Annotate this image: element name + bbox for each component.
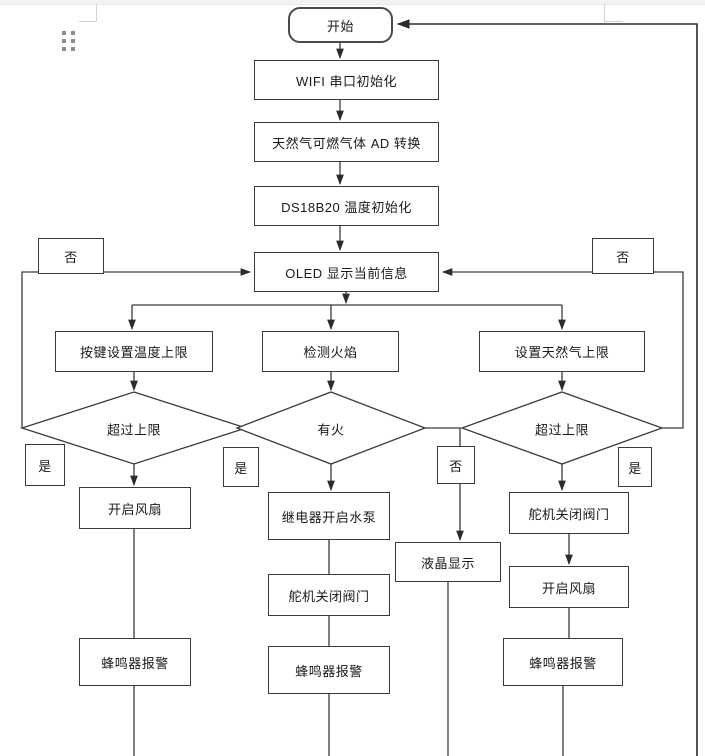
node-label: 开始 <box>326 18 354 34</box>
branch-label-no-left: 否 <box>38 238 104 274</box>
decision-temp-label: 超过上限 <box>106 422 162 438</box>
branch-label-text: 否 <box>64 249 78 265</box>
node-label: WIFI 串口初始化 <box>295 73 398 89</box>
branch-label-text: 是 <box>234 460 248 476</box>
node-wifi-init[interactable]: WIFI 串口初始化 <box>254 60 439 100</box>
node-buzzer-alarm-right[interactable]: 蜂鸣器报警 <box>503 638 623 686</box>
node-label: 蜂鸣器报警 <box>295 663 363 679</box>
node-relay-pump-on[interactable]: 继电器开启水泵 <box>268 492 390 540</box>
node-label: 开启风扇 <box>107 501 162 517</box>
branch-label-yes-right: 是 <box>618 447 652 487</box>
node-label: 继电器开启水泵 <box>281 509 377 525</box>
node-gas-ad-convert[interactable]: 天然气可燃气体 AD 转换 <box>254 122 439 162</box>
node-servo-close-valve-mid[interactable]: 舵机关闭阀门 <box>268 574 390 616</box>
drag-dots-icon[interactable] <box>62 31 78 51</box>
branch-label-text: 是 <box>38 458 52 474</box>
decision-gas-label: 超过上限 <box>534 422 590 438</box>
branch-label-text: 是 <box>628 460 642 476</box>
page-margin-corner-icon <box>79 21 97 23</box>
node-ds18b20-init[interactable]: DS18B20 温度初始化 <box>254 186 439 226</box>
node-label: 检测火焰 <box>303 345 358 360</box>
node-servo-close-valve-right[interactable]: 舵机关闭阀门 <box>509 492 629 534</box>
node-label: 天然气可燃气体 AD 转换 <box>272 135 421 151</box>
node-buzzer-alarm-left[interactable]: 蜂鸣器报警 <box>79 638 191 686</box>
node-fan-on-right[interactable]: 开启风扇 <box>509 566 629 608</box>
node-detect-flame[interactable]: 检测火焰 <box>262 331 399 372</box>
node-label: 液晶显示 <box>420 555 475 571</box>
node-label: 舵机关闭阀门 <box>528 506 610 522</box>
edge-decfire-no-lcd <box>425 427 464 542</box>
edge-return-to-start <box>396 19 698 756</box>
branch-label-yes-mid: 是 <box>223 447 259 487</box>
branch-label-text: 否 <box>449 458 463 474</box>
document-top-strip <box>0 0 705 5</box>
branch-label-no-right: 否 <box>592 238 654 274</box>
node-label: OLED 显示当前信息 <box>285 265 408 281</box>
decision-fire-label: 有火 <box>317 422 345 438</box>
page-margin-corner-icon <box>605 21 623 23</box>
node-label: 设置天然气上限 <box>514 345 610 360</box>
node-label: 舵机关闭阀门 <box>288 588 370 604</box>
node-fan-on-left[interactable]: 开启风扇 <box>79 487 191 529</box>
node-oled-display[interactable]: OLED 显示当前信息 <box>254 252 439 292</box>
node-label: 蜂鸣器报警 <box>101 655 169 671</box>
node-label: DS18B20 温度初始化 <box>281 199 412 215</box>
node-lcd-display[interactable]: 液晶显示 <box>395 542 501 582</box>
branch-label-text: 否 <box>616 249 630 265</box>
node-set-temp-limit[interactable]: 按键设置温度上限 <box>55 331 213 372</box>
page-margin-corner-icon <box>604 4 606 22</box>
page-margin-corner-icon <box>96 4 98 22</box>
node-buzzer-alarm-mid[interactable]: 蜂鸣器报警 <box>268 646 390 694</box>
edge-decgas-no-loop <box>441 268 684 429</box>
branch-label-yes-left: 是 <box>25 444 65 486</box>
branch-label-no-mid: 否 <box>437 446 475 484</box>
node-label: 按键设置温度上限 <box>79 345 188 360</box>
node-start[interactable]: 开始 <box>288 7 393 43</box>
node-label: 蜂鸣器报警 <box>529 655 597 671</box>
node-label: 开启风扇 <box>541 580 596 596</box>
node-set-gas-limit[interactable]: 设置天然气上限 <box>479 331 645 372</box>
edge-dectemp-no-loop <box>21 268 252 428</box>
